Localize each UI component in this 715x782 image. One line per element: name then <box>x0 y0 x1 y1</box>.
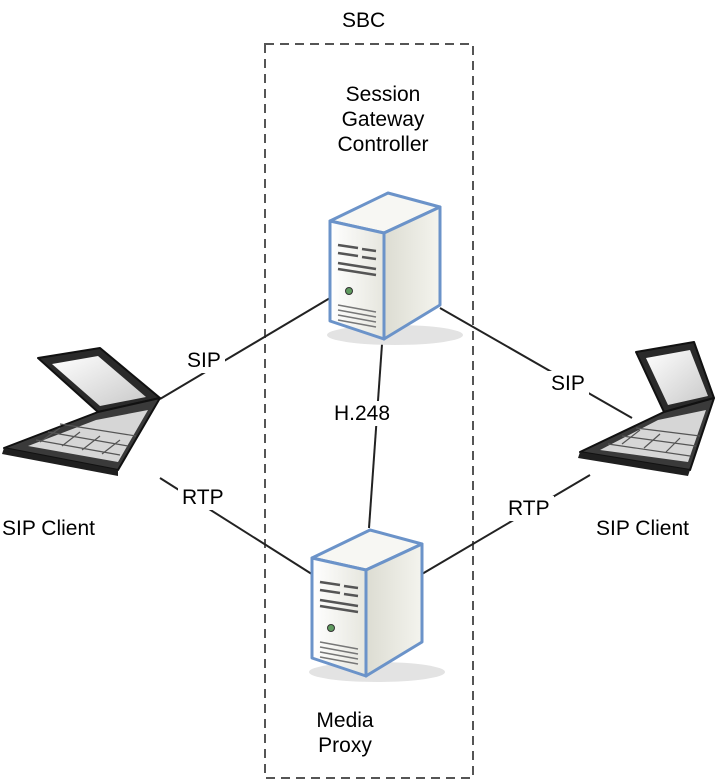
left-client-label: SIP Client <box>2 517 95 540</box>
sbc-boundary <box>264 43 474 779</box>
connections <box>159 297 633 579</box>
gateway-label-line1: Session <box>345 83 421 106</box>
gateway-label-line3: Controller <box>337 133 429 157</box>
proxy-label-line1: Media <box>316 709 374 732</box>
sbc-title: SBC <box>342 9 386 32</box>
left-rtp-label: RTP <box>178 485 228 511</box>
right-sip-label: SIP <box>547 371 589 397</box>
right-client-label: SIP Client <box>596 517 689 540</box>
h248-link <box>368 329 384 529</box>
gateway-label-line2: Gateway <box>341 108 425 132</box>
right-laptop-icon <box>578 341 715 476</box>
proxy-label-line2: Proxy <box>318 734 372 758</box>
right-rtp-link <box>421 474 591 575</box>
h248-label: H.248 <box>330 401 395 427</box>
gateway-label: Session Gateway Controller <box>318 82 448 158</box>
right-rtp-label: RTP <box>504 496 554 522</box>
left-sip-label: SIP <box>183 348 225 374</box>
proxy-server-icon <box>309 528 445 682</box>
left-sip-link <box>159 297 331 400</box>
right-sip-link <box>439 307 633 419</box>
proxy-label: Media Proxy <box>290 708 400 758</box>
gateway-server-icon <box>327 191 463 345</box>
left-laptop-icon <box>2 347 161 476</box>
